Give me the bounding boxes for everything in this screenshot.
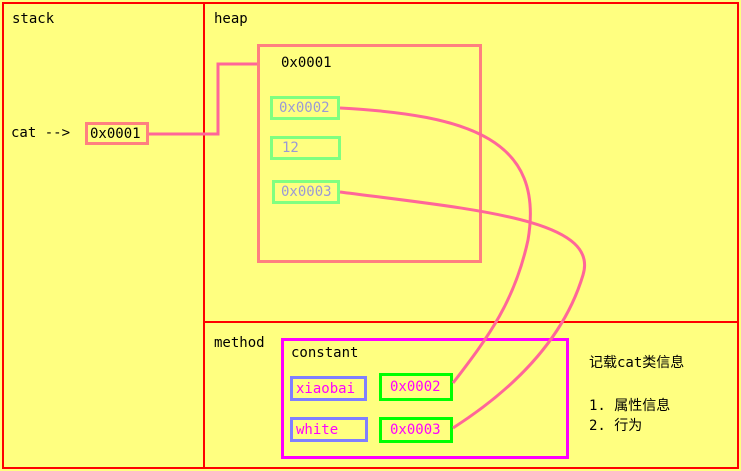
class-info-note-item-1: 1. 属性信息 [589, 398, 671, 414]
method-label: method [214, 335, 265, 351]
constant-address-white: 0x0003 [379, 417, 453, 443]
stack-region [2, 2, 205, 469]
heap-field-color: 0x0003 [272, 180, 340, 204]
constant-string-xiaobai: xiaobai [290, 376, 367, 401]
constant-pool-title: constant [291, 345, 359, 361]
heap-object-address: 0x0001 [281, 55, 332, 71]
heap-field-age: 12 [270, 136, 341, 160]
class-info-note-item-2: 2. 行为 [589, 418, 643, 434]
stack-label: stack [12, 11, 55, 27]
stack-variable-label: cat --> [11, 125, 71, 141]
constant-address-xiaobai: 0x0002 [379, 373, 453, 401]
class-info-note-title: 记载cat类信息 [589, 355, 685, 371]
heap-field-name: 0x0002 [270, 96, 340, 120]
stack-variable-value: 0x0001 [85, 122, 149, 145]
constant-string-white: white [290, 417, 368, 442]
heap-label: heap [214, 11, 248, 27]
